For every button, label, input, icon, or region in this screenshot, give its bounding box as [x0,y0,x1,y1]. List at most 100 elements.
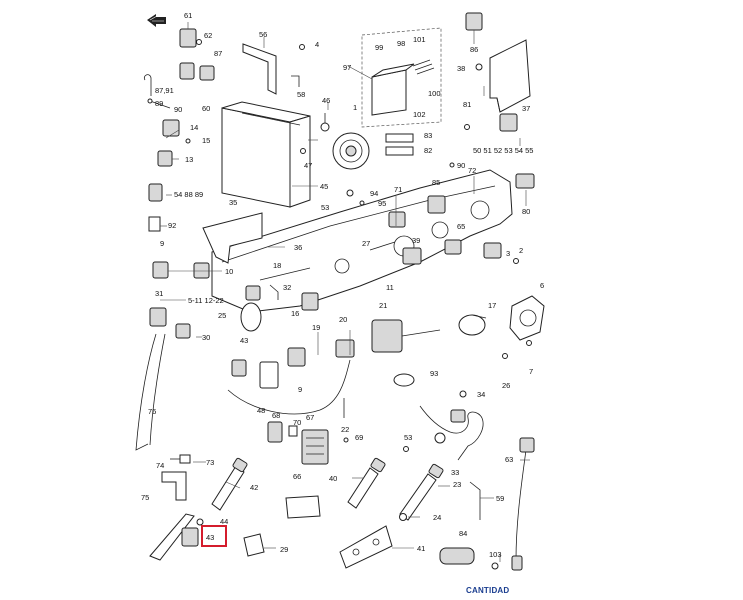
relay-71 [388,211,406,228]
connector-20 [335,339,355,358]
screw-90b [449,162,455,168]
callout: 13 [185,155,193,164]
callout: 80 [522,207,530,216]
callout: 81 [463,100,471,109]
screw-53b [403,446,409,452]
selected-part-highlight[interactable] [201,525,227,547]
callout: 43 [240,336,248,345]
motor-6 [509,295,545,341]
screw-4 [299,44,305,50]
callout: 44 [220,517,228,526]
callout: 16 [291,309,299,318]
callout: 29 [280,545,288,554]
callout: 18 [273,261,281,270]
callout: 103 [489,550,502,559]
callout: 41 [417,544,425,553]
switch-65 [444,239,462,255]
callout: 100 [428,89,441,98]
connector-80 [515,173,535,189]
callout: 72 [468,166,476,175]
callout: 82 [424,146,432,155]
relay-30 [175,323,191,339]
screw-81 [464,124,470,130]
relay-89 [179,62,215,81]
callout: 71 [394,185,402,194]
combo-switch-21 [371,319,441,353]
callout: 94 [370,189,378,198]
callout: 9 [298,385,302,394]
leader-lines [160,30,530,562]
callout: 46 [322,96,330,105]
callout: 22 [341,425,349,434]
callout: 15 [202,136,210,145]
callout: 14 [190,123,198,132]
grommet-24 [399,513,407,521]
screw-3 [513,258,519,264]
callout: 62 [204,31,212,40]
callout: 58 [297,90,305,99]
screw-69 [343,437,349,443]
callout: 75 [141,493,149,502]
bracket-57 [242,37,277,95]
callout: 89 [155,99,163,108]
callout: 97 [343,63,351,72]
callout-highlighted: 43 [206,533,214,542]
cap-29 [243,533,265,557]
callout: 102 [413,110,426,119]
plug-92 [148,216,161,232]
callout: 4 [315,40,319,49]
callout: 95 [378,199,386,208]
horn-17 [458,314,487,336]
callout: 68 [272,411,280,420]
callout: 45 [320,182,328,191]
sensor-23 [399,463,444,521]
module-25 [240,302,262,332]
bracket-37 [489,39,531,113]
relay-9 [152,261,169,279]
plug-70 [288,425,298,437]
back-arrow-icon[interactable] [147,14,166,27]
callout: 70 [293,418,301,427]
callout: 32 [283,283,291,292]
callout: 21 [379,301,387,310]
callout: 47 [304,161,312,170]
switch-11 [259,361,279,389]
callout: 61 [184,11,192,20]
callout: 56 [259,30,267,39]
speaker-16 [301,292,319,311]
callout: 50 51 52 53 54 55 [473,146,533,155]
bracket-58 [291,75,300,87]
screw-47 [300,148,306,154]
callout: 60 [202,104,210,113]
sensor-42 [211,457,248,511]
callout: 86 [470,45,478,54]
screw-62 [196,39,202,45]
nut-44 [196,518,204,526]
callout: 99 [375,43,383,52]
relay-548889 [148,183,163,202]
callout: 9 [160,239,164,248]
relay-5055 [499,113,518,132]
screw-7 [526,340,532,346]
callout: 93 [430,369,438,378]
callout: 87 [214,49,222,58]
cantidad-link[interactable]: CANTIDAD [466,586,510,595]
callout: 35 [229,198,237,207]
switch-43a [231,359,247,377]
callout: 98 [397,39,405,48]
callout: 37 [522,104,530,113]
switch-43 [181,527,199,547]
callout: 67 [306,413,314,422]
module-group-97 [347,27,442,128]
callout: 73 [206,458,214,467]
ignition-lock-1 [332,132,370,170]
callout: 53 [404,433,412,442]
bracket-66 [285,495,321,519]
callout: 101 [413,35,426,44]
callout: 24 [433,513,441,522]
bolt-46 [320,113,330,132]
callout: 36 [294,243,302,252]
cable-103 [491,562,499,570]
callout: 20 [339,315,347,324]
